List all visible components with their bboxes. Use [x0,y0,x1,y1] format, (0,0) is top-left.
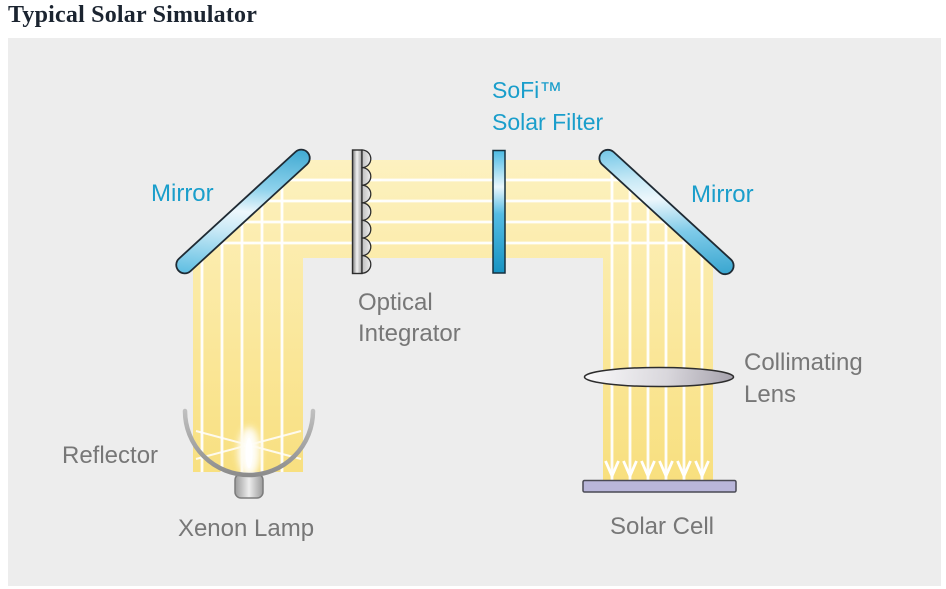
collimating-lens-shape [583,366,735,388]
integrator-bar [351,149,363,275]
label-xenon-lamp: Xenon Lamp [178,515,314,542]
label-mirror-left: Mirror [151,180,214,207]
integrator-lenslets [361,149,372,274]
label-optical-integrator-line1: Optical [358,289,433,316]
lamp-base [234,473,264,499]
beam-arrow [658,460,674,480]
solar-filter-bar [492,149,506,274]
label-optical-integrator-line2: Integrator [358,320,461,347]
label-mirror-right: Mirror [691,181,754,208]
lamp-flame [237,426,261,478]
right-mirror [598,148,735,276]
label-collimating-lens-line1: Collimating [744,349,863,376]
beam-arrow [694,460,710,480]
label-solar-cell: Solar Cell [610,513,714,540]
reflector-arc [182,408,316,478]
diagram-panel [8,38,941,586]
page-title: Typical Solar Simulator [8,2,258,28]
optical-integrator [351,149,372,275]
label-solar-filter-line1: SoFi™ [492,77,562,103]
label-reflector: Reflector [62,442,158,469]
solar-cell-bar [582,479,737,493]
beam-arrow [676,460,692,480]
beam-arrows [604,460,710,480]
label-collimating-lens-line2: Lens [744,381,796,408]
left-mirror [175,148,311,275]
light-beam-horizontal [193,160,718,258]
beam-arrow [640,460,656,480]
label-solar-filter-line2: Solar Filter [492,109,604,135]
beam-arrow [622,460,638,480]
beam-arrow [604,460,620,480]
